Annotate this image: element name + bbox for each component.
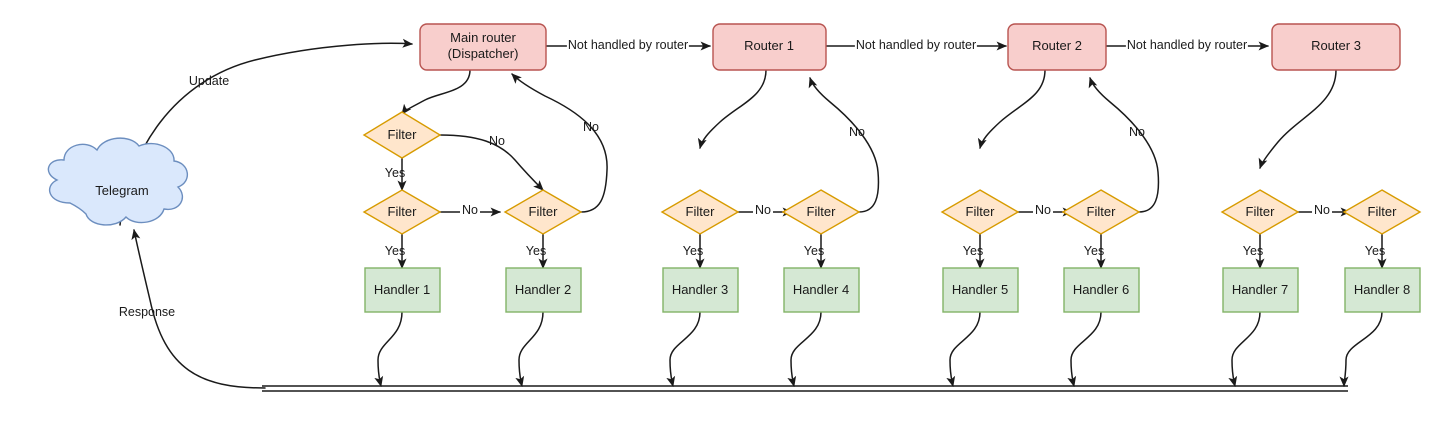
router-2-shape[interactable] (1007, 23, 1107, 71)
no-label-filter1: No (460, 203, 480, 219)
router-shapes (419, 23, 1401, 71)
filter-1-shape[interactable] (362, 189, 442, 235)
yes-label-1: Yes (384, 244, 406, 259)
filter-8-shape[interactable] (1342, 189, 1422, 235)
handler-4-shape[interactable] (783, 267, 860, 313)
response-edge-label: Response (118, 305, 176, 320)
chain-label-3: Not handled by router (1125, 38, 1249, 54)
yes-label-2: Yes (525, 244, 547, 259)
yes-label-3: Yes (682, 244, 704, 259)
handler-shapes (364, 267, 1421, 313)
edge-filtertop-no (439, 134, 544, 191)
edge-handler5-to-bus (946, 311, 981, 388)
handler-2-shape[interactable] (505, 267, 582, 313)
main-router-shape[interactable] (419, 23, 547, 71)
filter-2-shape[interactable] (503, 189, 583, 235)
telegram-cloud[interactable] (47, 137, 188, 226)
edge-router1-to-filter3 (697, 69, 767, 150)
handler-6-shape[interactable] (1063, 267, 1140, 313)
filter-7-shape[interactable] (1220, 189, 1300, 235)
yes-label-4: Yes (803, 244, 825, 259)
filter-4-shape[interactable] (781, 189, 861, 235)
no-label-filter3: No (753, 203, 773, 219)
edge-handler3-to-bus (666, 311, 701, 388)
filter-top-main-shape[interactable] (362, 111, 442, 159)
edge-filter4-no-back (808, 77, 880, 213)
edge-handler6-to-bus (1067, 311, 1102, 388)
router-3-shape[interactable] (1271, 23, 1401, 71)
yes-label-top-main: Yes (384, 166, 406, 181)
handler-3-shape[interactable] (662, 267, 739, 313)
no-label-filter7: No (1312, 203, 1332, 219)
handler-7-shape[interactable] (1222, 267, 1299, 313)
yes-label-6: Yes (1083, 244, 1105, 259)
edge-router3-to-filter7 (1258, 69, 1337, 169)
edge-filter6-no-back (1088, 77, 1160, 213)
filter-shapes (362, 111, 1422, 235)
yes-label-8: Yes (1364, 244, 1386, 259)
handler-5-shape[interactable] (942, 267, 1019, 313)
chain-label-1: Not handled by router (566, 38, 690, 54)
response-bus (262, 385, 1348, 392)
no-label-back-2: No (1129, 125, 1145, 140)
yes-label-7: Yes (1242, 244, 1264, 259)
no-label-back-1: No (849, 125, 865, 140)
edge-main-to-filter-top (401, 69, 471, 115)
router-1-shape[interactable] (712, 23, 827, 71)
edge-handler8-to-bus (1339, 311, 1383, 388)
chain-label-2: Not handled by router (854, 38, 978, 54)
edge-handler1-to-bus (374, 311, 403, 388)
no-label-top-main: No (489, 134, 505, 149)
filter-3-shape[interactable] (660, 189, 740, 235)
update-edge-label: Update (188, 74, 230, 89)
edge-handler4-to-bus (787, 311, 822, 388)
yes-label-5: Yes (962, 244, 984, 259)
filter-5-shape[interactable] (940, 189, 1020, 235)
no-label-back-main: No (583, 120, 599, 135)
edge-handler7-to-bus (1228, 311, 1261, 388)
edge-response (131, 228, 266, 389)
filter-6-shape[interactable] (1061, 189, 1141, 235)
edge-filter2-no-back (511, 73, 608, 213)
edge-router2-to-filter5 (977, 69, 1046, 150)
handler-1-shape[interactable] (364, 267, 441, 313)
handler-8-shape[interactable] (1344, 267, 1421, 313)
no-label-filter5: No (1033, 203, 1053, 219)
edge-handler2-to-bus (515, 311, 544, 388)
